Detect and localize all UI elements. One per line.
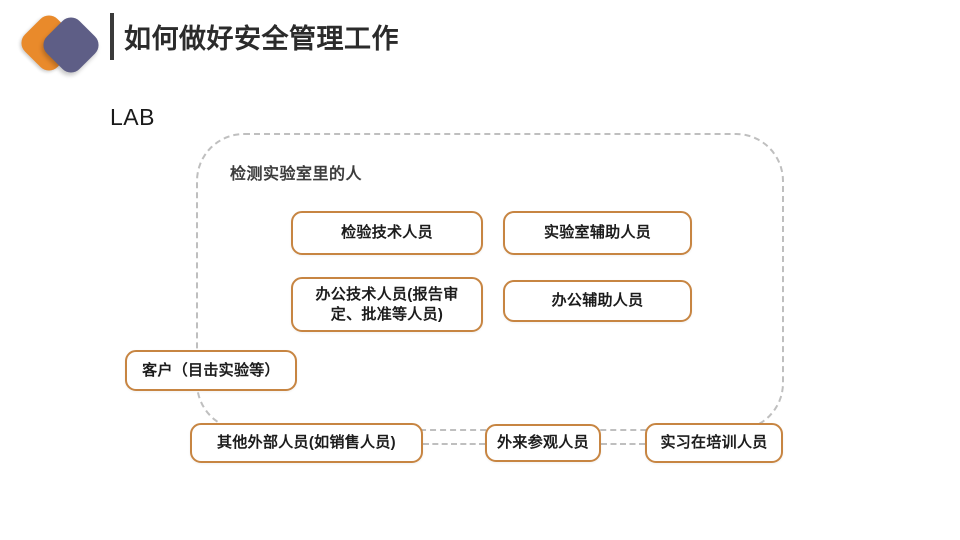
node-intern-trainee[interactable]: 实习在培训人员 (645, 423, 783, 463)
node-lab-assistant[interactable]: 实验室辅助人员 (503, 211, 692, 255)
node-other-external[interactable]: 其他外部人员(如销售人员) (190, 423, 423, 463)
title-divider (110, 13, 114, 60)
connector-other-to-visitor (423, 443, 485, 445)
node-inspection-tech[interactable]: 检验技术人员 (291, 211, 483, 255)
node-visitor[interactable]: 外来参观人员 (485, 424, 601, 462)
zone-heading: 检测实验室里的人 (230, 166, 363, 183)
connector-visitor-to-intern (601, 443, 645, 445)
node-customer[interactable]: 客户（目击实验等） (125, 350, 297, 391)
section-label-lab: LAB (110, 104, 155, 130)
page-title: 如何做好安全管理工作 (124, 24, 399, 54)
node-office-tech[interactable]: 办公技术人员(报告审 定、批准等人员) (291, 277, 483, 332)
brand-logo (16, 10, 106, 78)
node-office-assistant[interactable]: 办公辅助人员 (503, 280, 692, 322)
